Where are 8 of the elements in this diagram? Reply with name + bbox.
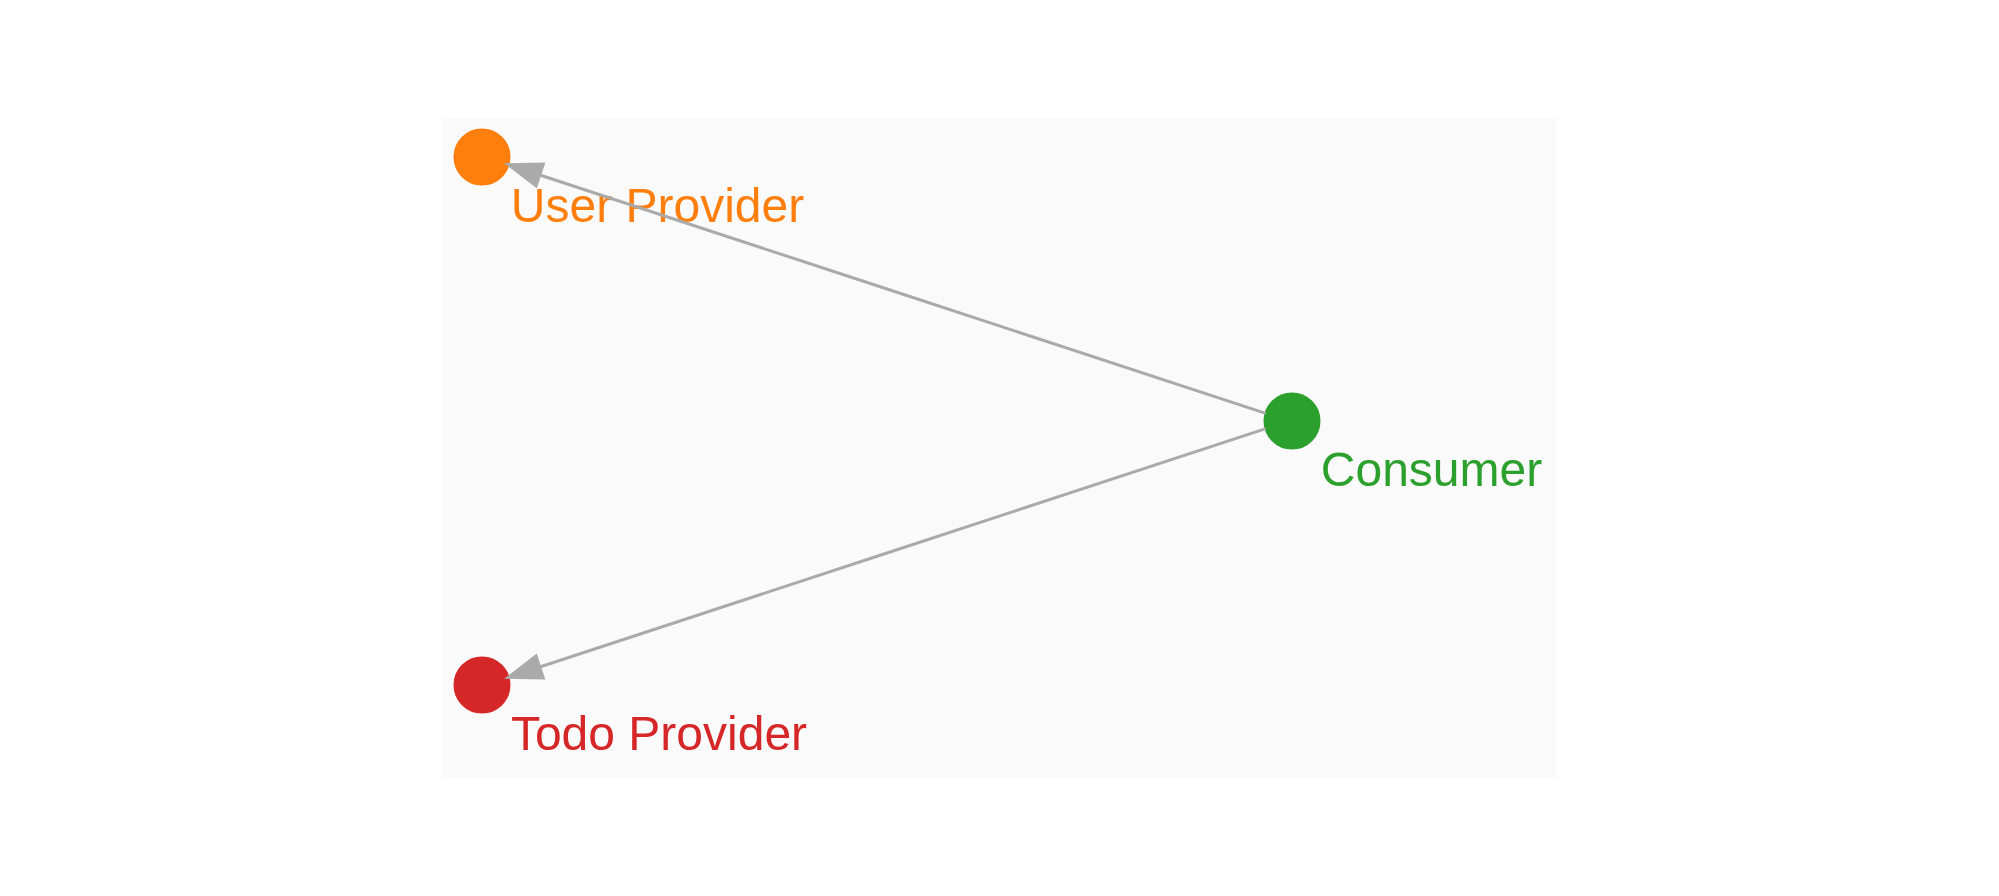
- arrow: [503, 162, 1267, 415]
- node-label: Todo Provider: [510, 707, 808, 761]
- node-label: User Provider: [510, 179, 805, 233]
- arrow: [503, 427, 1267, 680]
- node-label: Consumer: [1320, 443, 1543, 497]
- node-circle: [1263, 392, 1321, 450]
- node-circle: [453, 128, 511, 186]
- node-circle: [453, 656, 511, 714]
